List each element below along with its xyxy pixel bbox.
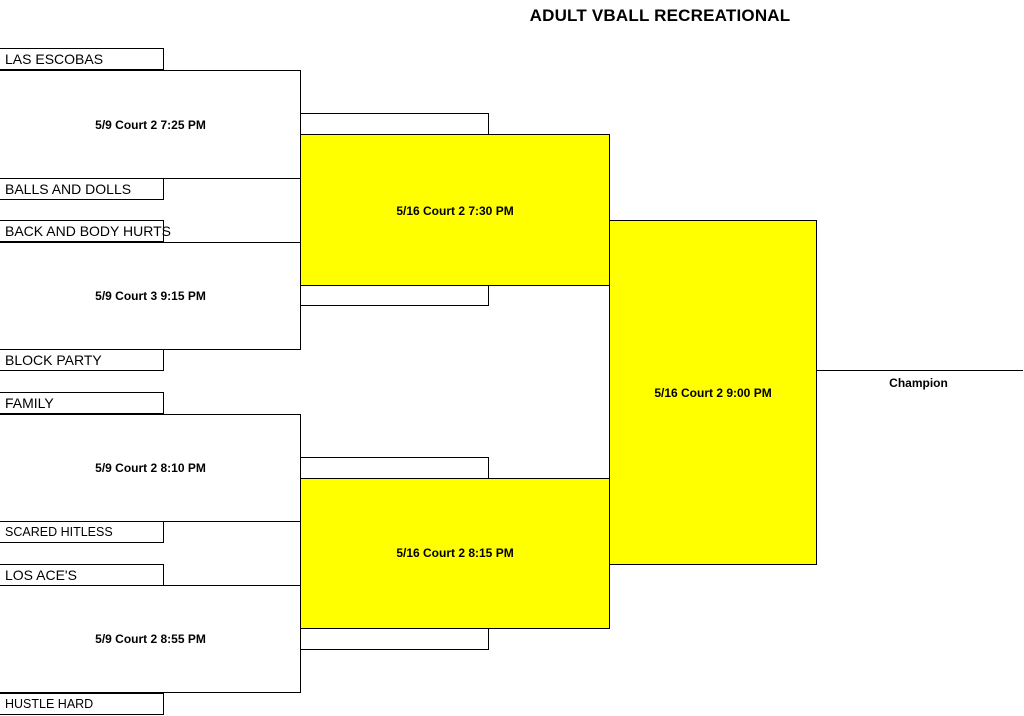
- team-slot-7: LOS ACE'S: [0, 564, 164, 586]
- team-slot-8: HUSTLE HARD: [0, 693, 164, 715]
- match-label-r1-2: 5/9 Court 3 9:15 PM: [95, 289, 206, 303]
- match-label-r2-1: 5/16 Court 2 7:30 PM: [396, 204, 514, 218]
- match-box-r2-2: [300, 478, 610, 629]
- match-box-final: [609, 220, 817, 565]
- team-slot-4: BLOCK PARTY: [0, 349, 164, 371]
- bracket-title: ADULT VBALL RECREATIONAL: [529, 6, 791, 25]
- team-slot-6: SCARED HITLESS: [0, 521, 164, 543]
- champion-line: [816, 370, 1023, 371]
- match-label-final: 5/16 Court 2 9:00 PM: [654, 386, 772, 400]
- match-label-r2-2: 5/16 Court 2 8:15 PM: [396, 546, 514, 560]
- team-slot-1: LAS ESCOBAS: [0, 48, 164, 70]
- match-box-r2-1: [300, 134, 610, 286]
- match-label-r1-4: 5/9 Court 2 8:55 PM: [95, 632, 206, 646]
- team-slot-3: BACK AND BODY HURTS: [0, 220, 171, 242]
- team-slot-5: FAMILY: [0, 392, 164, 414]
- match-label-r1-3: 5/9 Court 2 8:10 PM: [95, 461, 206, 475]
- match-label-r1-1: 5/9 Court 2 7:25 PM: [95, 118, 206, 132]
- team-slot-2: BALLS AND DOLLS: [0, 178, 164, 200]
- champion-label: Champion: [889, 376, 948, 390]
